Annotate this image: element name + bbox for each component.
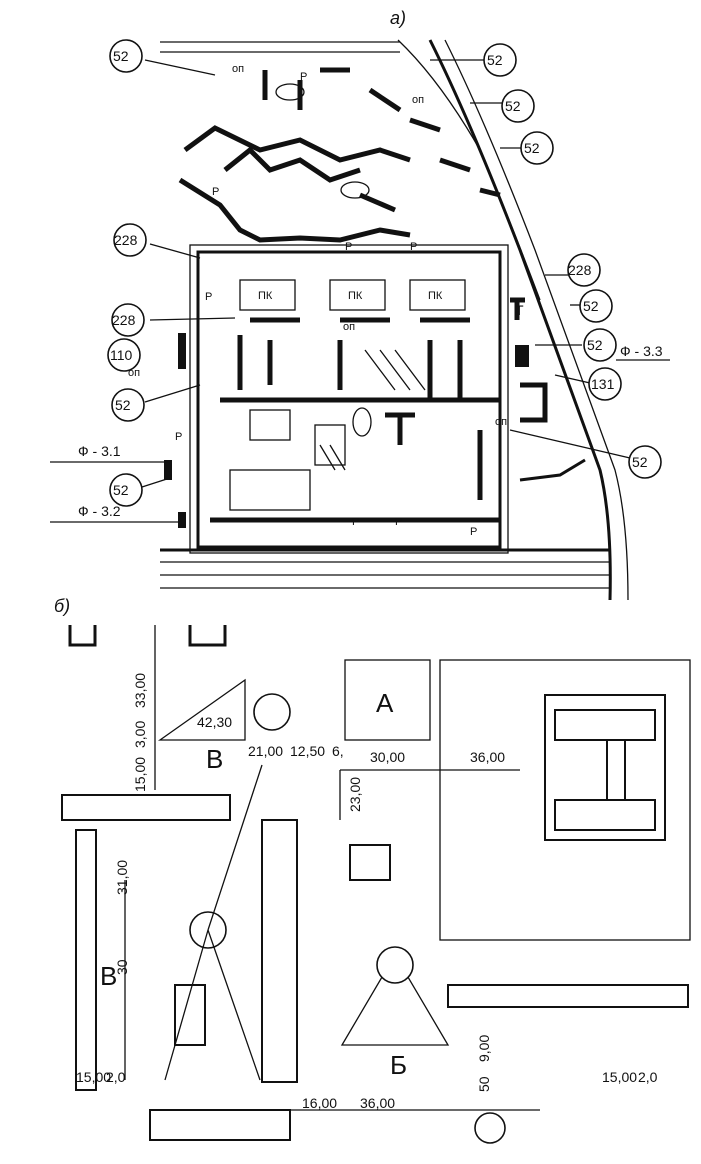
callout-right-6: 52: [587, 337, 603, 353]
dim-31-00: 31,00: [114, 860, 130, 895]
dim-3-00: 3,00: [132, 721, 148, 748]
dim-36-00-a: 36,00: [470, 749, 505, 765]
parking-label-7: Р: [352, 516, 359, 528]
parking-label-9: Р: [470, 526, 477, 538]
dim-33-00: 33,00: [132, 673, 148, 708]
dim-2-0-b: 2,0: [638, 1069, 658, 1085]
highway-diagonal: [397, 39, 629, 601]
dim-21-00: 21,00: [248, 743, 283, 759]
zone-v-top-label: В: [206, 744, 223, 774]
dim-2-0-a: 2,0: [106, 1069, 126, 1085]
callout-right-4: 228: [568, 262, 592, 278]
dim-15-00-b: 15,00: [76, 1069, 111, 1085]
dim-15-00-a: 15,00: [132, 757, 148, 792]
callout-right-7: 131: [591, 376, 615, 392]
facade-left-2: Ф - 3.2: [78, 503, 121, 519]
pk-label-2: ПК: [348, 290, 363, 302]
t-label: Т: [515, 302, 524, 318]
op-label-left: оп: [128, 367, 140, 379]
callouts-left: 52 228 228 110 оп 52 52 Ф - 3.1 Ф - 3.2: [50, 39, 236, 523]
callout-right-1: 52: [487, 52, 503, 68]
facade-right: Ф - 3.3: [620, 343, 663, 359]
callout-left-5: 52: [115, 397, 131, 413]
dim-12-50: 12,50: [290, 743, 325, 759]
plan-b-panel-label: б): [54, 596, 70, 616]
parking-label-2: Р: [212, 186, 219, 198]
callouts-right: 52 52 52 228 52 52 Ф - 3.3 131 52: [430, 43, 670, 479]
callout-left-2: 228: [114, 232, 138, 248]
op-label-1: оп: [232, 63, 244, 75]
dim-50: 50: [476, 1076, 492, 1092]
zone-b-label: Б: [390, 1050, 407, 1080]
zone-a-label: А: [376, 688, 394, 718]
dim-36-00-b: 36,00: [360, 1095, 395, 1111]
parking-label-3: Р: [345, 241, 352, 253]
op-label-3: оп: [343, 321, 355, 333]
parking-label-1: Р: [300, 71, 307, 83]
parking-label-5: Р: [205, 291, 212, 303]
callout-left-3: 228: [112, 312, 136, 328]
dim-9-00: 9,00: [476, 1035, 492, 1062]
facade-left-1: Ф - 3.1: [78, 443, 121, 459]
plan-a-panel-label: а): [390, 8, 406, 28]
parking-label-4: Р: [410, 241, 417, 253]
op-label-2: оп: [412, 94, 424, 106]
dim-6: 6,: [332, 743, 344, 759]
callout-right-5: 52: [583, 298, 599, 314]
callout-right-3: 52: [524, 140, 540, 156]
dim-15-00-c: 15,00: [602, 1069, 637, 1085]
dim-16-00: 16,00: [302, 1095, 337, 1111]
parking-label-6: Р: [175, 431, 182, 443]
callout-left-1: 52: [113, 48, 129, 64]
op-label-4: оп: [495, 416, 507, 428]
plan-a: а) ПК ПК ПК: [50, 8, 670, 601]
pk-label-3: ПК: [428, 290, 443, 302]
parking-label-8: Р: [395, 516, 402, 528]
zone-v-left-label: В: [100, 961, 117, 991]
callout-left-6: 52: [113, 482, 129, 498]
plan-b: б) А Б В В: [54, 596, 691, 1144]
dim-30: 30: [114, 959, 130, 975]
dim-23-00: 23,00: [347, 777, 363, 812]
pk-label-1: ПК: [258, 290, 273, 302]
dim-42-30: 42,30: [197, 714, 232, 730]
callout-right-2: 52: [505, 98, 521, 114]
callout-left-4: 110: [110, 347, 133, 363]
callout-right-8: 52: [632, 454, 648, 470]
dim-30-00: 30,00: [370, 749, 405, 765]
